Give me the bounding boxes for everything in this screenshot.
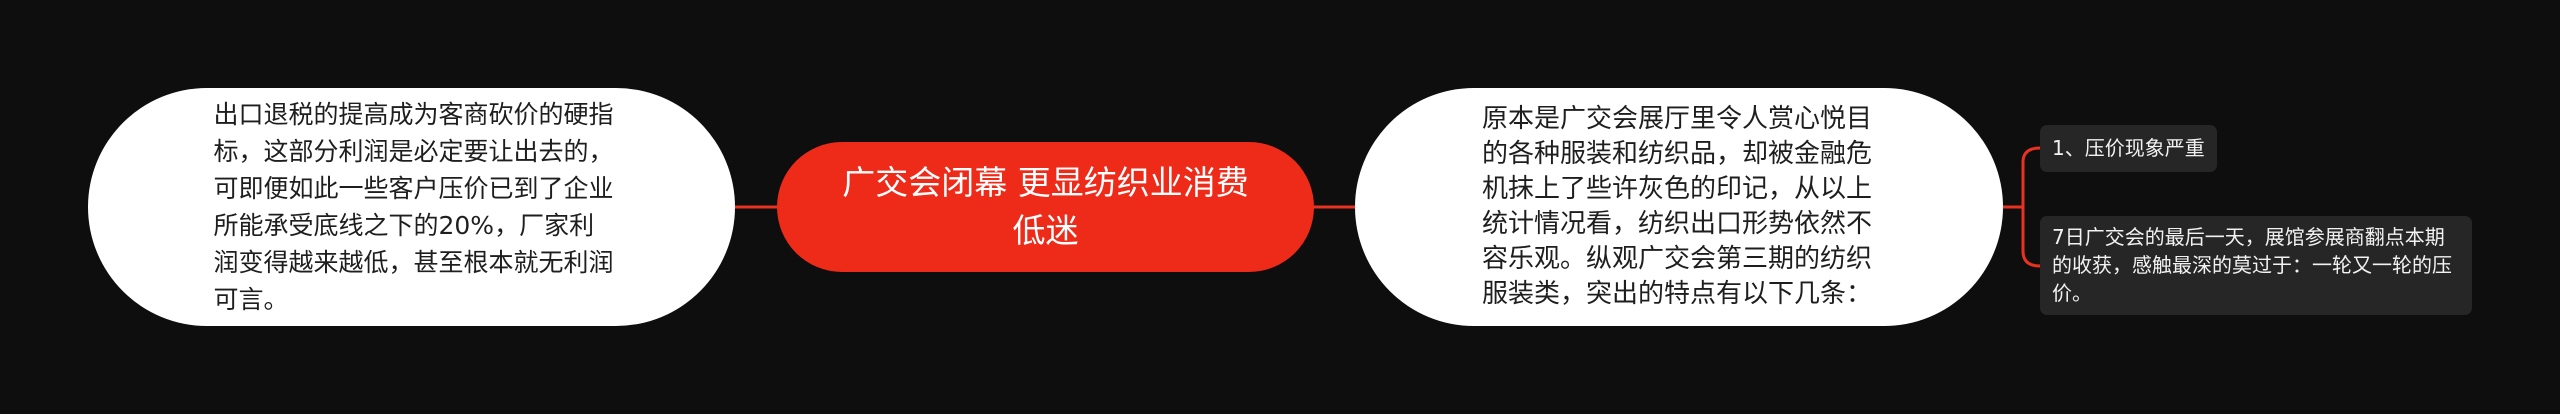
root-node-title: 广交会闭幕 更显纺织业消费低迷 [842,163,1249,250]
connector-bracket-child-2 [2021,207,2041,268]
connector-bracket-child-1 [2021,146,2041,207]
branch-node-left[interactable]: 出口退税的提高成为客商砍价的硬指标，这部分利润是必定要让出去的，可即便如此一些客… [88,88,735,326]
leaf-node-price-pressure[interactable]: 1、压价现象严重 [2040,125,2217,172]
branch-node-right[interactable]: 原本是广交会展厅里令人赏心悦目的各种服装和纺织品，却被金融危机抹上了些许灰色的印… [1355,88,2003,326]
branch-node-right-text: 原本是广交会展厅里令人赏心悦目的各种服装和纺织品，却被金融危机抹上了些许灰色的印… [1482,104,1873,309]
leaf-node-last-day[interactable]: 7日广交会的最后一天，展馆参展商翻点本期的收获，感触最深的莫过于：一轮又一轮的压… [2040,216,2472,315]
branch-node-left-text: 出口退税的提高成为客商砍价的硬指标，这部分利润是必定要让出去的，可即便如此一些客… [213,100,614,314]
leaf-node-price-pressure-text: 1、压价现象严重 [2052,136,2205,160]
leaf-node-last-day-text: 7日广交会的最后一天，展馆参展商翻点本期的收获，感触最深的莫过于：一轮又一轮的压… [2052,225,2452,305]
root-node[interactable]: 广交会闭幕 更显纺织业消费低迷 [777,142,1314,272]
